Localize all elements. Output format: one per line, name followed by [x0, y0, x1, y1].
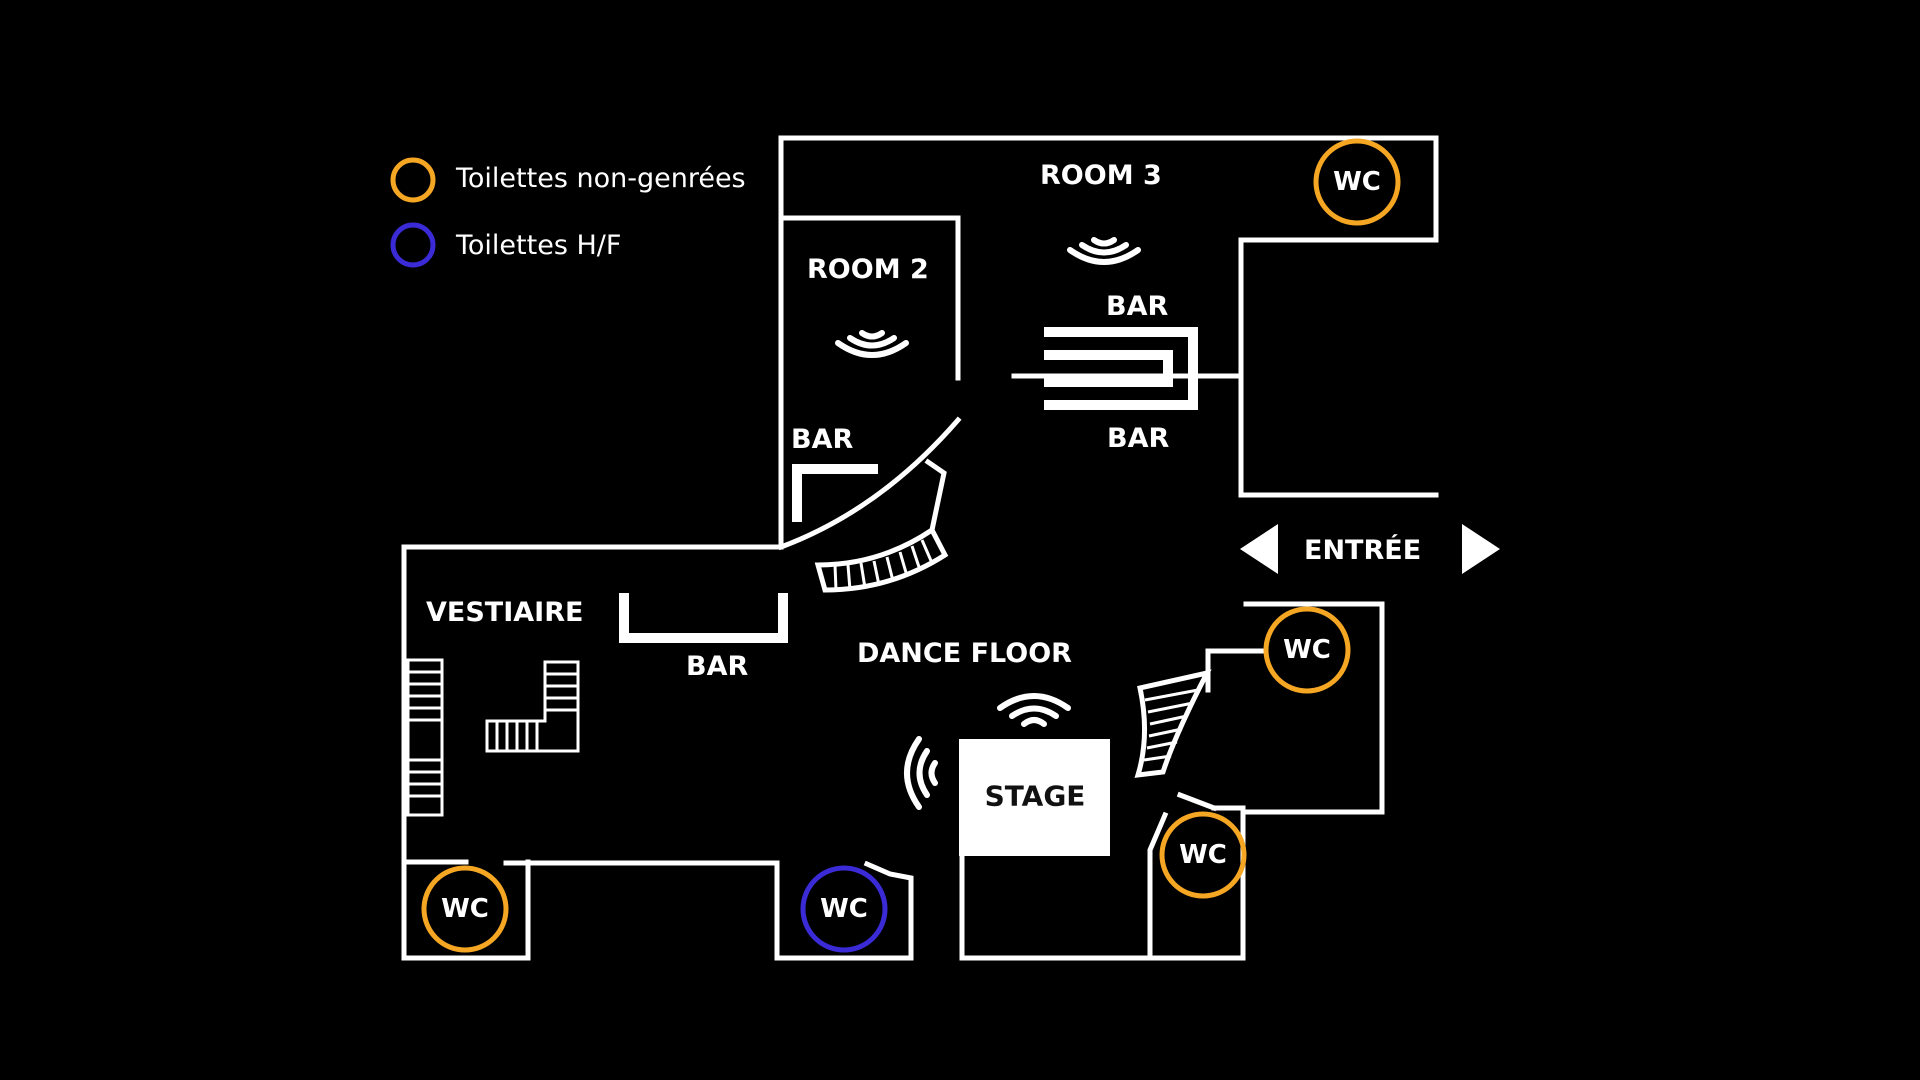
wc-bottom-middle-label: WC: [820, 894, 868, 924]
wc-markers: WC WC WC WC WC: [421, 138, 1401, 953]
stage: STAGE: [959, 739, 1110, 856]
bar-labels: BAR BAR BAR BAR: [686, 291, 1169, 682]
stairs-curved-right: [1134, 669, 1212, 778]
room3-bar-inner: [1044, 350, 1173, 387]
wc-room3-label: WC: [1333, 167, 1381, 197]
room3-label: ROOM 3: [1040, 160, 1162, 191]
sound-wave-icon: [1067, 237, 1141, 265]
wc-bottom-left-label: WC: [441, 894, 489, 924]
vestiaire-label: VESTIAIRE: [426, 597, 583, 628]
sound-icons: [835, 237, 1141, 810]
room3-bar-shape: [1044, 327, 1198, 410]
room-labels: ROOM 3 ROOM 2 VESTIAIRE DANCE FLOOR ENTR…: [426, 160, 1421, 669]
legend-nongenre-label: Toilettes non-genrées: [455, 163, 746, 194]
stairs-left: [406, 658, 444, 817]
arrow-right-icon: [1462, 524, 1500, 574]
wc-right-lower: WC: [1159, 811, 1247, 899]
room3-bar-top-label: BAR: [1106, 291, 1168, 322]
sound-wave-icon: [997, 693, 1071, 727]
stage-label: STAGE: [985, 780, 1086, 813]
sound-wave-icon: [835, 330, 909, 358]
legend-nongenre-swatch: [390, 157, 436, 203]
legend-hf-swatch: [390, 222, 436, 268]
stage-block: [959, 739, 1110, 856]
arrow-left-icon: [1240, 524, 1278, 574]
dance-floor-label: DANCE FLOOR: [857, 638, 1072, 669]
wc-right-upper-label: WC: [1283, 635, 1331, 665]
room2-bar-shape: [792, 464, 878, 522]
stairs: [406, 458, 1212, 817]
legend-hf-label: Toilettes H/F: [455, 230, 621, 261]
bar-shapes: [619, 327, 1198, 643]
vestiaire-bar-label: BAR: [686, 651, 748, 682]
wc-right-lower-label: WC: [1179, 840, 1227, 870]
entree-label: ENTRÉE: [1304, 534, 1421, 566]
wc-right-upper: WC: [1263, 606, 1351, 694]
stairs-l-shaped: [485, 660, 580, 753]
vestiaire-bar-shape: [619, 593, 788, 643]
entrance: [1240, 524, 1500, 574]
room2-bar-label: BAR: [791, 424, 853, 455]
stairs-curved-top: [814, 458, 949, 593]
legend: Toilettes non-genrées Toilettes H/F: [390, 157, 746, 268]
wc-room3: WC: [1313, 138, 1401, 226]
walls: [401, 135, 1439, 961]
room2-label: ROOM 2: [807, 254, 929, 285]
room3-bar-bottom-label: BAR: [1107, 423, 1169, 454]
wc-bottom-left: WC: [421, 865, 509, 953]
sound-wave-icon: [904, 736, 938, 810]
wc-bottom-middle: WC: [800, 865, 888, 953]
